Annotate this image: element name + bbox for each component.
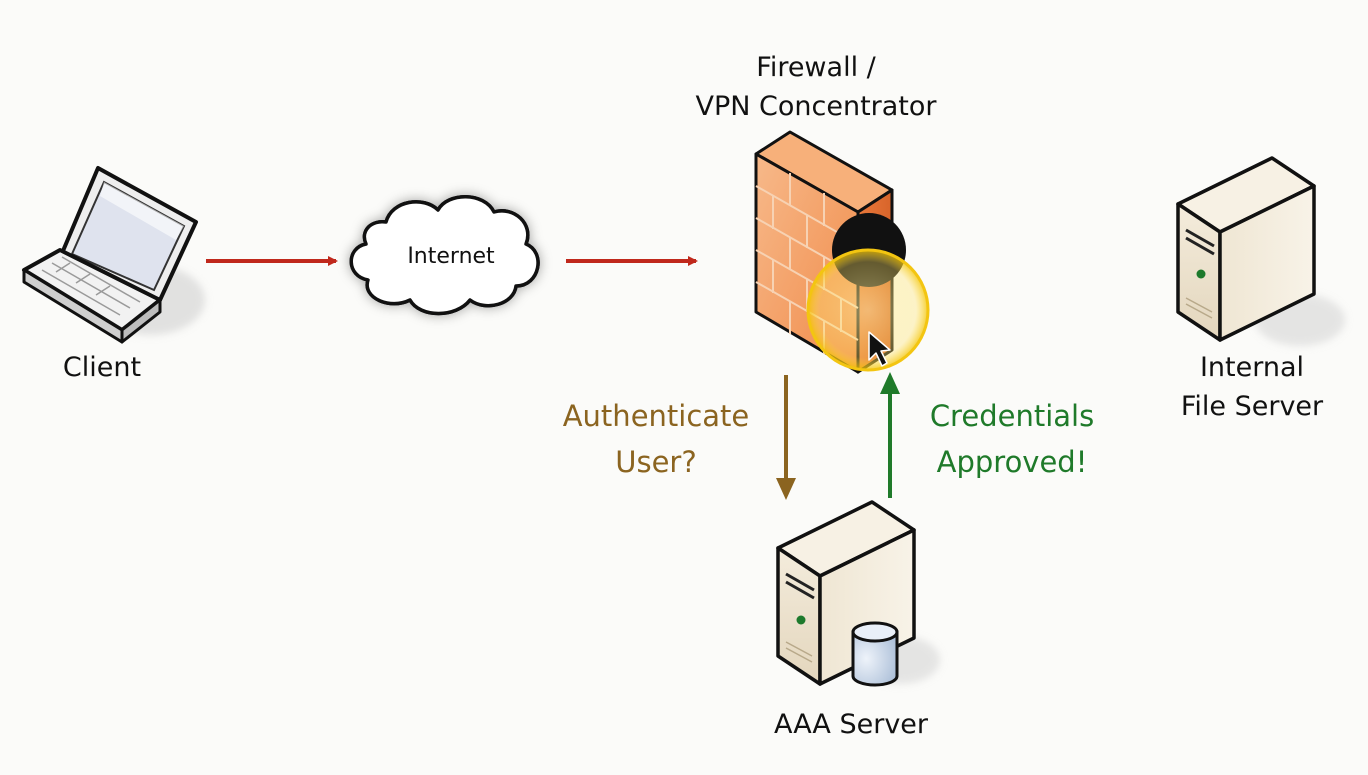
file-server-label-line1: Internal — [1200, 352, 1304, 383]
arrowhead-authenticate — [776, 478, 796, 500]
database-server-icon[interactable] — [776, 500, 940, 687]
internet-label: Internet — [407, 244, 495, 269]
client-label: Client — [63, 352, 141, 383]
authenticate-label-line2: User? — [615, 445, 697, 479]
aaa-server-label: AAA Server — [774, 709, 929, 740]
highlight-ring — [806, 248, 930, 372]
server-icon[interactable] — [1176, 156, 1345, 346]
firewall-label-line1: Firewall / — [756, 52, 876, 83]
cursor-icon — [868, 331, 891, 367]
laptop-icon[interactable] — [22, 166, 205, 344]
arrowhead-approved — [880, 372, 900, 394]
file-server-label-line2: File Server — [1181, 391, 1324, 422]
approved-label-line2: Approved! — [937, 445, 1088, 479]
cloud-icon[interactable] — [349, 195, 540, 316]
authenticate-label-line1: Authenticate — [563, 399, 750, 433]
approved-label-line1: Credentials — [930, 399, 1094, 433]
firewall-label-line2: VPN Concentrator — [695, 91, 937, 122]
